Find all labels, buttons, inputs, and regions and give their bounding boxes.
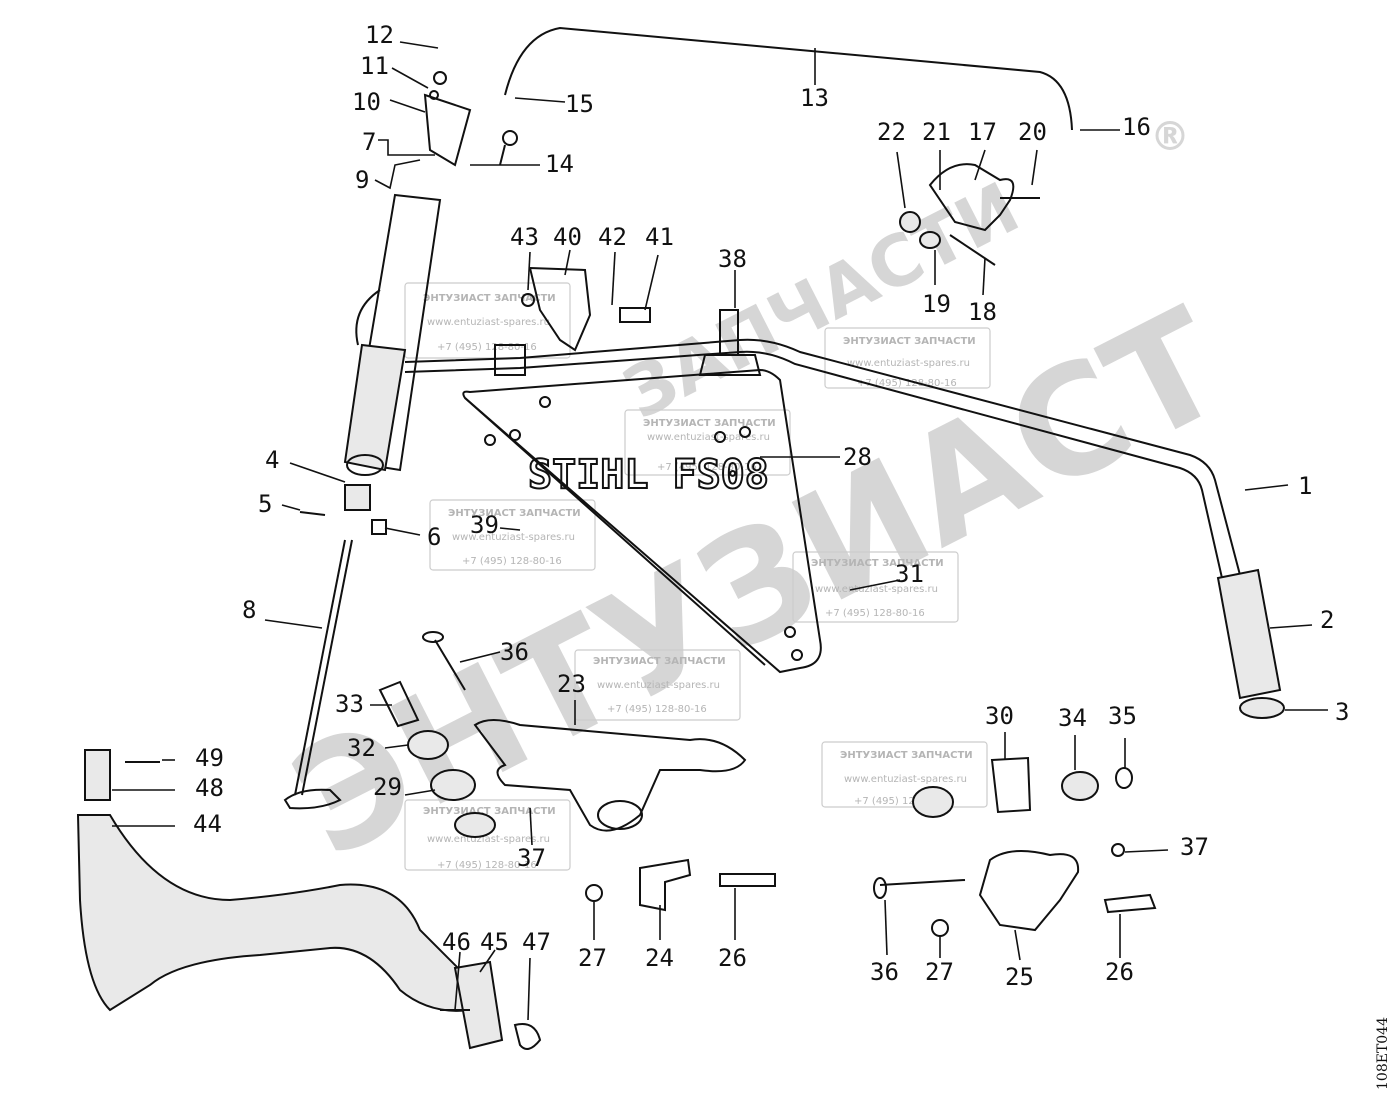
stamp: ЭНТУЗИАСТ ЗАПЧАСТИ www.entuziast-spares.… (792, 551, 959, 623)
svg-text:ЭНТУЗИАСТ ЗАПЧАСТИ: ЭНТУЗИАСТ ЗАПЧАСТИ (811, 558, 944, 569)
callout-38: 38 (718, 245, 747, 273)
svg-text:www.entuziast-spares.ru: www.entuziast-spares.ru (427, 834, 550, 845)
callout-20: 20 (1018, 118, 1047, 146)
callout-14: 14 (545, 150, 574, 178)
callout-24: 24 (645, 944, 674, 972)
svg-text:www.entuziast-spares.ru: www.entuziast-spares.ru (847, 358, 970, 369)
stamp: ЭНТУЗИАСТ ЗАПЧАСТИ www.entuziast-spares.… (821, 741, 988, 808)
callout-8: 8 (242, 596, 256, 624)
callout-44: 44 (193, 810, 222, 838)
stamp: ЭНТУЗИАСТ ЗАПЧАСТИ www.entuziast-spares.… (574, 649, 741, 721)
callout-47: 47 (522, 928, 551, 956)
svg-text:+7 (495) 128-80-16: +7 (495) 128-80-16 (462, 556, 562, 567)
callout-22: 22 (877, 118, 906, 146)
callout-28: 28 (843, 443, 872, 471)
svg-text:ЭНТУЗИАСТ ЗАПЧАСТИ: ЭНТУЗИАСТ ЗАПЧАСТИ (593, 656, 726, 667)
callout-27: 27 (578, 944, 607, 972)
clamp-bracket (473, 719, 747, 832)
svg-text:www.entuziast-spares.ru: www.entuziast-spares.ru (597, 680, 720, 691)
svg-text:+7 (495) 128-80-16: +7 (495) 128-80-16 (607, 704, 707, 715)
svg-text:+7 (495) 128-80-16: +7 (495) 128-80-16 (437, 860, 537, 871)
throttle-cable (504, 26, 1073, 131)
callout-19: 19 (922, 290, 951, 318)
callout-21: 21 (922, 118, 951, 146)
callout-25: 25 (1005, 963, 1034, 991)
watermark-registered-mark: ® (1150, 114, 1190, 160)
stamp: ЭНТУЗИАСТ ЗАПЧАСТИ www.entuziast-spares.… (404, 282, 571, 359)
callout-18: 18 (968, 298, 997, 326)
callout-34: 34 (1058, 704, 1087, 732)
callout-43: 43 (510, 223, 539, 251)
svg-text:+7 (495) 128-80-16: +7 (495) 128-80-16 (854, 796, 954, 807)
callout-32: 32 (347, 734, 376, 762)
callout-16: 16 (1122, 113, 1151, 141)
callout-2: 2 (1320, 606, 1334, 634)
watermark: ЭНТУЗИАСТ ЗАПЧАСТИ ® (267, 114, 1250, 892)
svg-text:www.entuziast-spares.ru: www.entuziast-spares.ru (815, 584, 938, 595)
callout-49: 49 (195, 744, 224, 772)
callout-13: 13 (800, 84, 829, 112)
callout-36: 36 (500, 638, 529, 666)
svg-text:www.entuziast-spares.ru: www.entuziast-spares.ru (844, 774, 967, 785)
handlebar (404, 338, 1241, 576)
svg-text:ЭНТУЗИАСТ ЗАПЧАСТИ: ЭНТУЗИАСТ ЗАПЧАСТИ (840, 750, 973, 761)
callout-42: 42 (598, 223, 627, 251)
svg-text:www.entuziast-spares.ru: www.entuziast-spares.ru (427, 317, 550, 328)
callout-4: 4 (265, 446, 279, 474)
callout-26: 26 (718, 944, 747, 972)
callout-6: 6 (427, 523, 441, 551)
plate (462, 368, 822, 674)
callout-29: 29 (373, 773, 402, 801)
callout-5: 5 (258, 490, 272, 518)
callout-7: 7 (362, 128, 376, 156)
callout-48: 48 (195, 774, 224, 802)
callout-15: 15 (565, 90, 594, 118)
svg-text:www.entuziast-spares.ru: www.entuziast-spares.ru (452, 532, 575, 543)
brand-marking: STIHL FS08 (528, 452, 769, 498)
callout-9: 9 (355, 166, 369, 194)
end-cap (1239, 697, 1285, 719)
callout-41: 41 (645, 223, 674, 251)
callout-33: 33 (335, 690, 364, 718)
svg-text:+7 (495) 128-80-16: +7 (495) 128-80-16 (857, 378, 957, 389)
svg-text:+7 (495) 128-80-16: +7 (495) 128-80-16 (825, 608, 925, 619)
svg-text:+7 (495) 128-80-16: +7 (495) 128-80-16 (437, 342, 537, 353)
callout-1: 1 (1298, 472, 1312, 500)
rod (294, 539, 346, 796)
callout-3: 3 (1335, 698, 1349, 726)
drawing-code: 108ET044 (1375, 1017, 1391, 1090)
callout-27b: 27 (925, 958, 954, 986)
svg-text:ЭНТУЗИАСТ ЗАПЧАСТИ: ЭНТУЗИАСТ ЗАПЧАСТИ (448, 508, 581, 519)
callout-17: 17 (968, 118, 997, 146)
callout-23: 23 (557, 670, 586, 698)
svg-text:ЭНТУЗИАСТ ЗАПЧАСТИ: ЭНТУЗИАСТ ЗАПЧАСТИ (643, 418, 776, 429)
callout-45: 45 (480, 928, 509, 956)
stamp: ЭНТУЗИАСТ ЗАПЧАСТИ www.entuziast-spares.… (404, 799, 571, 871)
svg-text:ЭНТУЗИАСТ ЗАПЧАСТИ: ЭНТУЗИАСТ ЗАПЧАСТИ (423, 806, 556, 817)
callout-12: 12 (365, 21, 394, 49)
callout-39: 39 (470, 511, 499, 539)
callout-40: 40 (553, 223, 582, 251)
svg-text:www.entuziast-spares.ru: www.entuziast-spares.ru (647, 432, 770, 443)
callout-36b: 36 (870, 958, 899, 986)
callout-31: 31 (895, 560, 924, 588)
svg-text:ЭНТУЗИАСТ ЗАПЧАСТИ: ЭНТУЗИАСТ ЗАПЧАСТИ (423, 293, 556, 304)
callout-37b: 37 (1180, 833, 1209, 861)
parts-drawing: STIHL FS08 (76, 26, 1285, 1050)
watermark-stamps: ЭНТУЗИАСТ ЗАПЧАСТИ www.entuziast-spares.… (404, 282, 991, 871)
callout-11: 11 (360, 52, 389, 80)
svg-text:ЭНТУЗИАСТ ЗАПЧАСТИ: ЭНТУЗИАСТ ЗАПЧАСТИ (843, 336, 976, 347)
callout-10: 10 (352, 88, 381, 116)
callout-30: 30 (985, 702, 1014, 730)
svg-text:+7 (495) 128-80-16: +7 (495) 128-80-16 (657, 462, 757, 473)
callout-labels: 1 2 3 4 5 6 8 7 9 10 11 12 13 14 15 16 1… (193, 21, 1349, 991)
leader-lines (112, 41, 1328, 1021)
callout-46: 46 (442, 928, 471, 956)
callout-35: 35 (1108, 702, 1137, 730)
stamp: ЭНТУЗИАСТ ЗАПЧАСТИ www.entuziast-spares.… (429, 499, 596, 571)
callout-26b: 26 (1105, 958, 1134, 986)
callout-37: 37 (517, 844, 546, 872)
